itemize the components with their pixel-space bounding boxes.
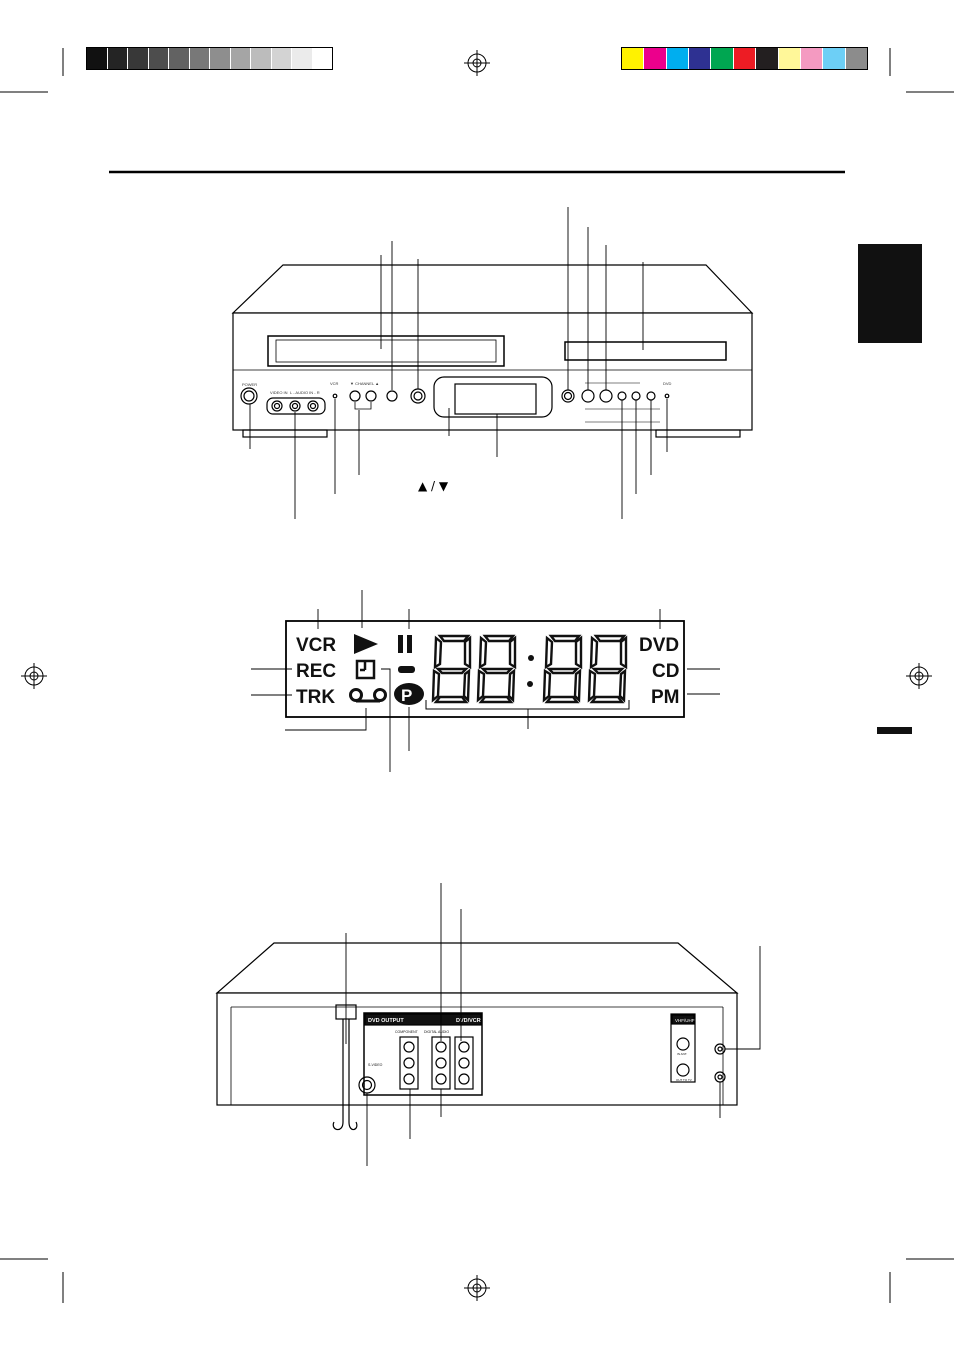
color-swatch — [711, 48, 734, 69]
digit-segment — [478, 695, 514, 704]
color-swatch — [823, 48, 846, 69]
lcd-pm: PM — [651, 687, 680, 708]
digit-segment — [574, 635, 583, 670]
digit-segment — [589, 695, 625, 704]
rear-panel-labels: DVD OUTPUT DVD/VCR COMPONENT DIGITAL AUD… — [368, 1018, 695, 1082]
digit-segment — [482, 634, 516, 643]
digit-segment — [433, 695, 469, 704]
digit-segment — [591, 667, 625, 675]
registration-target-icon — [21, 50, 932, 1301]
minus-segment — [398, 666, 415, 673]
gray-swatch — [189, 48, 210, 69]
gray-swatch — [128, 48, 149, 69]
lcd-trk: TRK — [296, 687, 335, 708]
color-swatch — [622, 48, 645, 69]
digit-segment — [542, 668, 552, 703]
gray-swatch — [148, 48, 169, 69]
crop-marks — [0, 48, 954, 1303]
gray-swatch — [271, 48, 292, 69]
seven-segment-digits — [431, 634, 628, 704]
digit-segment — [546, 667, 580, 675]
gray-swatch — [230, 48, 251, 69]
digital-audio-label: DIGITAL AUDIO — [424, 1030, 449, 1034]
lcd-rec: REC — [296, 661, 336, 682]
dvd-vcr-label: DVD/VCR — [456, 1018, 481, 1024]
digit-segment — [478, 635, 488, 670]
digit-segment — [544, 635, 554, 670]
digit-segment — [431, 668, 441, 703]
color-swatch — [644, 48, 667, 69]
channel-arrows-text: ▲ / ▼ — [418, 479, 449, 493]
front-panel-illustration — [231, 264, 754, 438]
video-in-label: VIDEO IN — [270, 390, 288, 395]
audio-in-label: L - AUDIO IN - R — [290, 390, 320, 395]
channel-label: ▼ CHANNEL ▲ — [350, 381, 379, 386]
digit-segment — [544, 695, 580, 704]
gray-swatch — [169, 48, 190, 69]
program-badge — [394, 683, 424, 705]
color-swatch — [666, 48, 690, 69]
lcd-callout-lines — [251, 590, 720, 772]
digit-segment — [548, 634, 582, 643]
svideo-label: S-VIDEO — [368, 1063, 383, 1067]
digit-segment — [437, 634, 471, 643]
digit-segment — [507, 668, 516, 703]
dvd-output-label: DVD OUTPUT — [368, 1018, 404, 1024]
color-registration-bar — [621, 47, 868, 70]
gray-swatch — [251, 48, 272, 69]
lcd-cd: CD — [652, 661, 679, 682]
digit-segment — [589, 635, 599, 670]
color-swatch — [778, 48, 801, 69]
digit-segment — [480, 667, 514, 675]
power-label: POWER — [242, 382, 257, 387]
ant-in-label: IN ANT. — [677, 1052, 687, 1056]
digit-segment — [573, 668, 582, 703]
lcd-dvd: DVD — [639, 635, 679, 656]
dvd-indicator-label: DVD — [663, 381, 672, 386]
colon-dot-bottom — [527, 681, 533, 687]
rear-callout-lines — [345, 883, 761, 1166]
program-badge-letter: P — [401, 686, 412, 705]
pause-icon — [398, 635, 412, 653]
digit-segment — [508, 635, 517, 670]
page-marker-bar — [877, 727, 912, 734]
digit-segment — [587, 668, 597, 703]
ant-out-label: OUT TO TV — [676, 1078, 692, 1082]
color-swatch — [800, 48, 824, 69]
gray-swatch — [312, 48, 332, 69]
section-tab — [858, 244, 922, 343]
gray-swatch — [107, 48, 128, 69]
cassette-icon — [349, 688, 387, 703]
color-swatch — [756, 48, 779, 69]
component-label: COMPONENT — [395, 1030, 419, 1034]
front-panel-tiny-labels: POWER VIDEO IN L - AUDIO IN - R VCR ▼ CH… — [242, 381, 672, 395]
lcd-vcr: VCR — [296, 635, 336, 656]
color-swatch — [845, 48, 867, 69]
grayscale-registration-bar — [86, 47, 333, 70]
rear-panel-illustration — [215, 942, 739, 1131]
lcd-display: VCR REC TRK DVD CD PM P — [285, 620, 685, 718]
color-swatch — [689, 48, 712, 69]
digit-segment — [462, 668, 471, 703]
digit-segment — [593, 634, 627, 643]
gray-swatch — [292, 48, 313, 69]
color-swatch — [733, 48, 757, 69]
vcr-indicator-label: VCR — [330, 381, 339, 386]
gray-swatch — [210, 48, 231, 69]
digit-segment — [619, 635, 628, 670]
colon-dot-top — [528, 655, 534, 661]
digit-segment — [476, 668, 486, 703]
digit-segment — [435, 667, 469, 675]
digit-segment — [618, 668, 627, 703]
digit-segment — [433, 635, 443, 670]
play-icon — [354, 634, 378, 654]
timer-icon — [355, 659, 376, 680]
gray-swatch — [87, 48, 108, 69]
front-callout-lines — [249, 207, 668, 519]
digit-segment — [463, 635, 472, 670]
vhf-uhf-label: VHF/UHF — [675, 1018, 695, 1023]
